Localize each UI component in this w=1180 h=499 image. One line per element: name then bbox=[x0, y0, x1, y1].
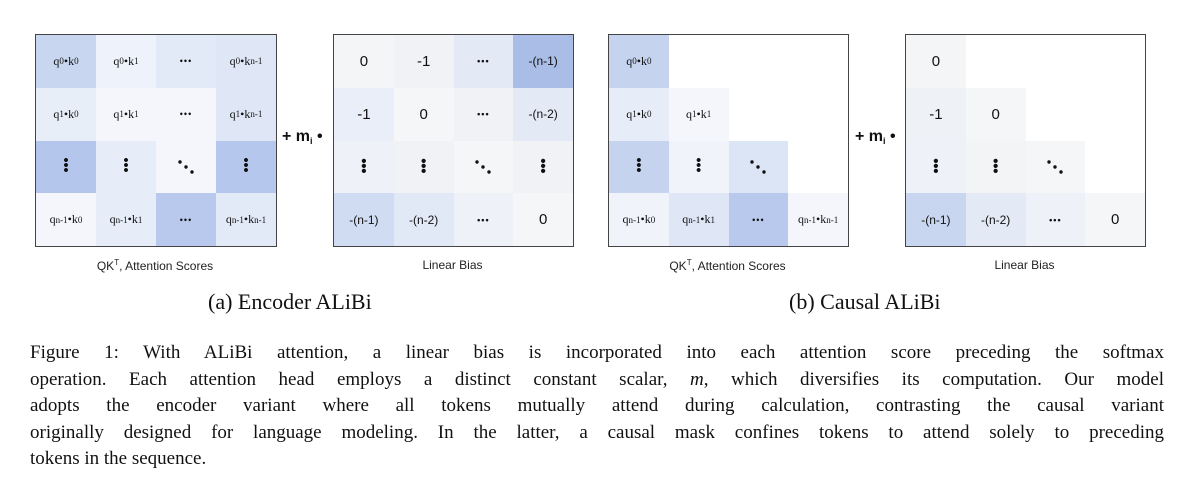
diagonal-ellipsis-cell bbox=[156, 140, 216, 194]
horizontal-ellipsis-cell: ••• bbox=[156, 193, 216, 246]
linear-bias-cell: 0 bbox=[513, 193, 573, 246]
vertical-ellipsis-cell: ••• bbox=[96, 140, 156, 194]
caption-line-1: Figure 1: With ALiBi attention, a linear… bbox=[30, 342, 1164, 363]
caption-line-2: operation. Each attention head employs a… bbox=[30, 368, 1164, 390]
vertical-ellipsis-cell: ••• bbox=[393, 140, 454, 194]
horizontal-ellipsis-cell: ••• bbox=[453, 87, 514, 141]
linear-bias-cell: 0 bbox=[965, 87, 1026, 141]
vertical-ellipsis-cell: ••• bbox=[513, 140, 573, 194]
linear-bias-cell: 0 bbox=[393, 87, 454, 141]
diagonal-ellipsis-cell bbox=[728, 140, 789, 194]
diagonal-ellipsis-icon bbox=[750, 160, 767, 174]
vertical-ellipsis-cell: ••• bbox=[965, 140, 1026, 194]
linear-bias-cell: -1 bbox=[393, 35, 454, 88]
linear-bias-cell: -(n-2) bbox=[965, 193, 1026, 246]
caption-line-4: originally designed for language modelin… bbox=[30, 421, 1164, 443]
horizontal-ellipsis-cell: ••• bbox=[1025, 193, 1086, 246]
linear-bias-cell: -1 bbox=[906, 87, 966, 141]
horizontal-ellipsis-cell: ••• bbox=[453, 193, 514, 246]
causal-subcaption: (b) Causal ALiBi bbox=[789, 289, 941, 314]
horizontal-ellipsis-cell: ••• bbox=[453, 35, 514, 88]
linear-bias-cell: -(n-1) bbox=[906, 193, 966, 246]
linear-bias-cell: 0 bbox=[1085, 193, 1145, 246]
figure-caption: Figure 1: With ALiBi attention, a linear… bbox=[30, 340, 1164, 473]
caption-line-5: tokens in the sequence. bbox=[30, 448, 207, 469]
causal-qk-label: QKT, Attention Scores bbox=[669, 258, 786, 273]
linear-bias-cell: 0 bbox=[334, 35, 394, 88]
diagonal-ellipsis-icon bbox=[1047, 160, 1064, 174]
vertical-ellipsis-cell: ••• bbox=[906, 140, 966, 194]
vertical-ellipsis-cell: ••• bbox=[216, 140, 276, 194]
horizontal-ellipsis-cell: ••• bbox=[156, 87, 216, 141]
encoder-qk-label: QKT, Attention Scores bbox=[96, 258, 214, 273]
diagonal-ellipsis-cell bbox=[453, 140, 514, 194]
linear-bias-cell: -(n-2) bbox=[393, 193, 454, 246]
encoder-bias-label: Linear Bias bbox=[422, 258, 483, 272]
diagonal-ellipsis-cell bbox=[1025, 140, 1086, 194]
caption-line-3: adopts the encoder variant where all tok… bbox=[30, 395, 1164, 416]
diagonal-ellipsis-icon bbox=[178, 160, 194, 174]
vertical-ellipsis-cell: ••• bbox=[609, 140, 669, 194]
causal-plus-m-scalar: + mi • bbox=[855, 128, 896, 146]
horizontal-ellipsis-cell: ••• bbox=[728, 193, 789, 246]
horizontal-ellipsis-cell: ••• bbox=[156, 35, 216, 88]
linear-bias-cell: -(n-1) bbox=[513, 35, 573, 88]
encoder-plus-m-scalar: + mi • bbox=[282, 128, 323, 146]
vertical-ellipsis-cell: ••• bbox=[668, 140, 729, 194]
encoder-subcaption: (a) Encoder ALiBi bbox=[208, 289, 372, 314]
diagonal-ellipsis-icon bbox=[475, 160, 492, 174]
vertical-ellipsis-cell: ••• bbox=[334, 140, 394, 194]
vertical-ellipsis-cell: ••• bbox=[36, 140, 96, 194]
linear-bias-cell: 0 bbox=[906, 35, 966, 88]
linear-bias-cell: -(n-2) bbox=[513, 87, 573, 141]
causal-bias-label: Linear Bias bbox=[994, 258, 1055, 272]
linear-bias-cell: -(n-1) bbox=[334, 193, 394, 246]
linear-bias-cell: -1 bbox=[334, 87, 394, 141]
